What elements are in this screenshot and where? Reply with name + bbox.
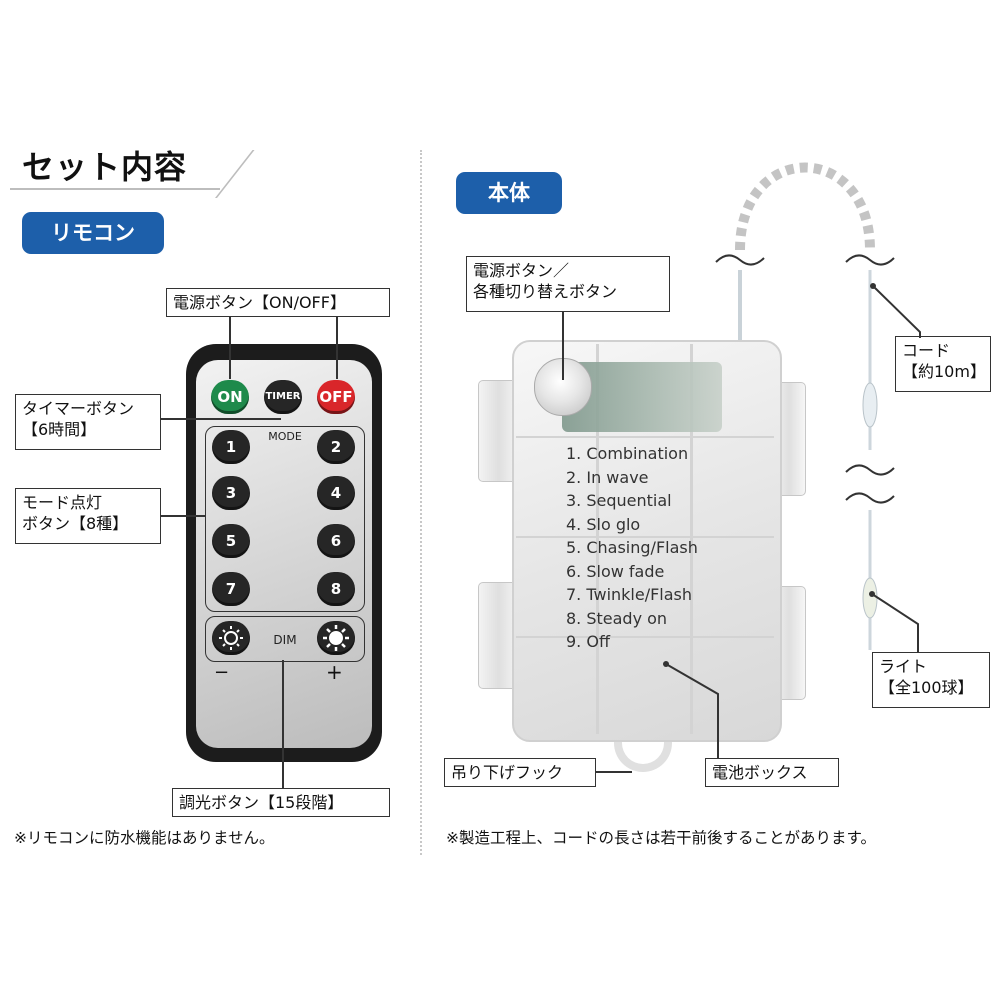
page-title: セット内容 <box>22 148 188 186</box>
dim-button-group <box>205 616 365 662</box>
mode-item-6: 6. Slow fade <box>566 562 665 581</box>
power-switch-label-line1: 電源ボタン／ <box>473 261 570 280</box>
mode-buttons-label: モード点灯 ボタン【8種】 <box>15 488 161 544</box>
timer-button[interactable]: TIMER <box>264 380 302 414</box>
power-button-label: 電源ボタン【ON/OFF】 <box>166 288 390 317</box>
leader-light <box>869 591 919 652</box>
leader-timer <box>161 418 281 420</box>
box-rib-1 <box>596 344 599 734</box>
mode-label-line2: ボタン【8種】 <box>22 514 129 533</box>
mode-button-3[interactable]: 3 <box>212 476 250 510</box>
mode-item-7: 7. Twinkle/Flash <box>566 585 693 604</box>
leader-cord <box>870 283 921 338</box>
off-button[interactable]: OFF <box>317 380 355 414</box>
cord-note: ※製造工程上、コードの長さは若干前後することがあります。 <box>446 829 876 847</box>
battery-box-label: 電池ボックス <box>705 758 839 787</box>
mode-label-line1: モード点灯 <box>22 493 103 512</box>
mode-item-3: 3. Sequential <box>566 491 672 510</box>
cord-label-line1: コード <box>902 341 951 360</box>
mode-button-4[interactable]: 4 <box>317 476 355 510</box>
mode-button-5[interactable]: 5 <box>212 524 250 558</box>
box-rib-2 <box>690 344 693 734</box>
mode-label: MODE <box>268 430 302 443</box>
remote-note: ※リモコンに防水機能はありません。 <box>14 829 275 847</box>
sun-dim-icon <box>219 626 243 650</box>
mode-item-9: 9. Off <box>566 632 610 651</box>
light-label: ライト 【全100球】 <box>872 652 990 708</box>
mode-item-2: 2. In wave <box>566 468 649 487</box>
hook-label: 吊り下げフック <box>444 758 596 787</box>
main-unit-pill: 本体 <box>456 172 562 214</box>
dim-minus-sign: − <box>214 662 230 683</box>
leader-mode <box>161 515 205 517</box>
remote-section-pill: リモコン <box>22 212 164 254</box>
timer-label-line2: 【6時間】 <box>22 420 97 439</box>
sun-bright-icon <box>323 625 349 651</box>
mode-button-2[interactable]: 2 <box>317 430 355 464</box>
dim-plus-sign: + <box>326 660 343 684</box>
hanging-hook <box>614 728 672 772</box>
timer-label-line1: タイマーボタン <box>22 399 135 418</box>
leader-off <box>336 317 338 379</box>
dim-minus-button[interactable] <box>212 621 250 655</box>
dim-label: DIM <box>273 633 297 647</box>
dim-plus-button[interactable] <box>317 621 355 655</box>
leader-dim <box>282 660 284 788</box>
cord-drawing <box>715 162 895 650</box>
mode-button-group <box>205 426 365 612</box>
light-label-line1: ライト <box>879 657 928 676</box>
leader-hook <box>596 771 632 773</box>
title-underline <box>10 188 220 190</box>
on-button[interactable]: ON <box>211 380 249 414</box>
dimmer-label: 調光ボタン【15段階】 <box>172 788 390 817</box>
mode-button-1[interactable]: 1 <box>212 430 250 464</box>
cord-label: コード 【約10m】 <box>895 336 991 392</box>
center-divider <box>420 150 422 855</box>
leader-on <box>229 317 231 379</box>
mode-item-8: 8. Steady on <box>566 609 668 628</box>
box-rib-4 <box>516 536 774 538</box>
box-rib-3 <box>516 436 774 438</box>
leader-battery-box <box>663 661 719 758</box>
power-switch-label: 電源ボタン／ 各種切り替えボタン <box>466 256 670 312</box>
box-rib-5 <box>516 636 774 638</box>
mode-item-1: 1. Combination <box>566 444 689 463</box>
power-switch-label-line2: 各種切り替えボタン <box>473 282 618 301</box>
mode-item-4: 4. Slo glo <box>566 515 641 534</box>
cord-label-line2: 【約10m】 <box>902 362 986 381</box>
light-label-line2: 【全100球】 <box>879 678 974 697</box>
mode-button-7[interactable]: 7 <box>212 572 250 606</box>
mode-item-5: 5. Chasing/Flash <box>566 538 698 557</box>
mode-button-6[interactable]: 6 <box>317 524 355 558</box>
title-slash <box>215 150 255 198</box>
mode-button-8[interactable]: 8 <box>317 572 355 606</box>
leader-power-switch <box>562 312 564 380</box>
timer-label: タイマーボタン 【6時間】 <box>15 394 161 450</box>
